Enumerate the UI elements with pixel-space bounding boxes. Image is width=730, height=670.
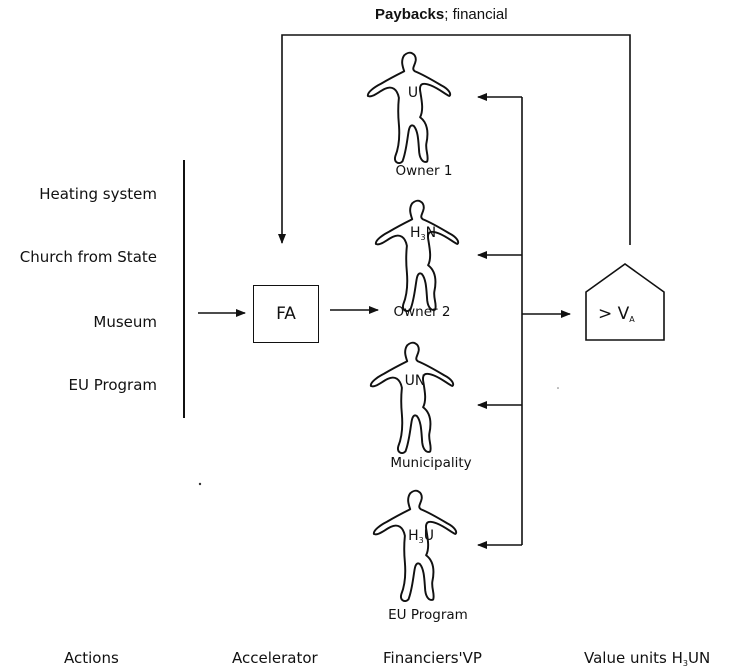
action-item-church-from-state: Church from State: [19, 248, 157, 266]
municipality-symbol: UN: [404, 373, 426, 389]
column-label-accelerator: Accelerator: [232, 649, 318, 667]
owner1-label: Owner 1: [395, 163, 453, 179]
column-label-value-units: Value units H3UN: [584, 649, 711, 668]
value-box-label: > VA: [598, 304, 635, 324]
owner2-label: Owner 2: [393, 304, 451, 320]
eu-program-label: EU Program: [388, 607, 468, 623]
speck: [198, 482, 202, 486]
owner2-figure: [374, 199, 460, 313]
column-label-financiers: Financiers'VP: [383, 649, 482, 667]
owner1-symbol: U: [407, 85, 419, 101]
accelerator-box: FA: [253, 285, 319, 343]
action-item-eu-program: EU Program: [68, 376, 157, 394]
action-item-heating-system: Heating system: [39, 185, 157, 203]
owner2-symbol: H3N: [409, 225, 437, 242]
accelerator-box-label: FA: [276, 304, 296, 324]
diagram-title: Paybacks; financial: [375, 6, 508, 23]
value-box-shape: [585, 263, 665, 341]
eu-program-figure: [372, 489, 458, 603]
municipality-figure: [369, 341, 455, 455]
payback-loop-line: [278, 34, 631, 245]
speck: [557, 387, 559, 389]
column-label-actions: Actions: [64, 649, 119, 667]
owner1-figure: [366, 51, 452, 165]
action-item-museum: Museum: [93, 313, 157, 331]
eu-program-symbol: H3U: [408, 528, 434, 545]
municipality-label: Municipality: [390, 455, 472, 471]
